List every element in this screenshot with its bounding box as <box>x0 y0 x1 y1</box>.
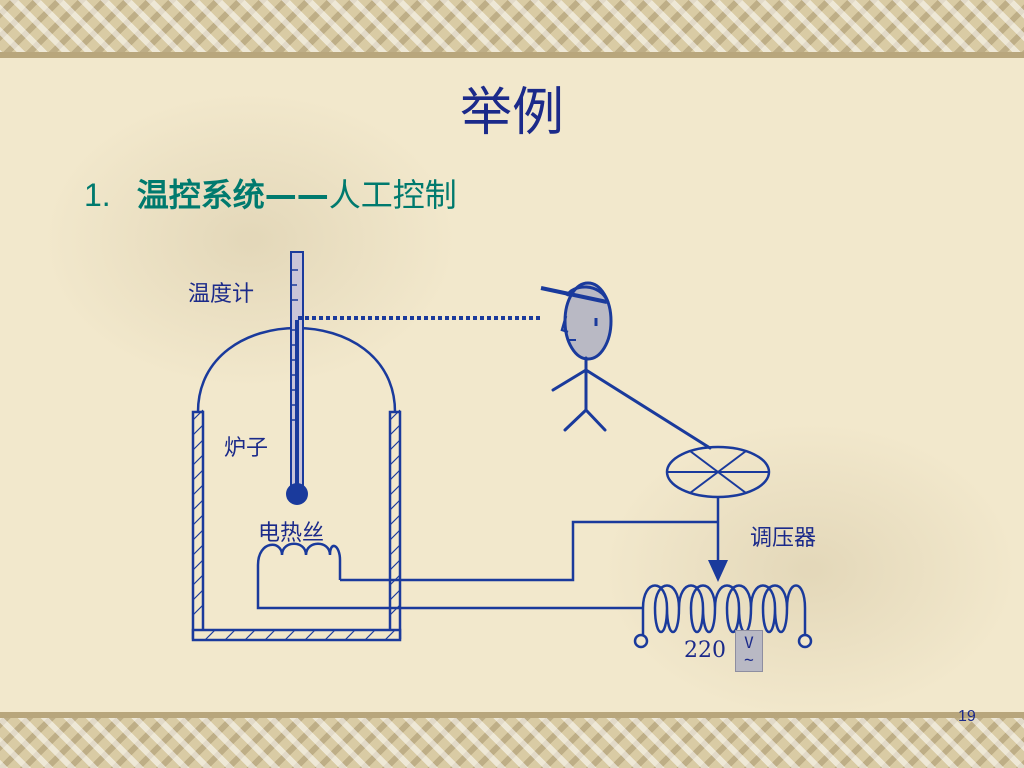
furnace-bottom-wall <box>191 628 402 642</box>
ac-wave-icon: ~ <box>744 650 754 669</box>
heading-bold-text: 温控系统—— <box>136 176 329 214</box>
person-nose <box>560 315 569 334</box>
person-right-leg <box>584 408 607 432</box>
ac-voltage-symbol: V ~ <box>735 630 763 672</box>
person-hat-brim <box>540 286 608 304</box>
wire-to-regulator-tap <box>340 520 718 582</box>
wire-to-regulator-end <box>256 580 643 610</box>
thermometer-bulb <box>286 483 308 505</box>
thermometer-label: 温度计 <box>188 282 255 307</box>
voltage-label: 220 <box>684 638 726 663</box>
regulator-coil <box>641 584 807 633</box>
furnace-label: 炉子 <box>224 436 269 461</box>
person-left-leg <box>563 408 588 432</box>
bottom-decorative-border <box>0 712 1024 768</box>
furnace-right-wall <box>388 410 402 640</box>
thermometer-mercury <box>295 320 299 492</box>
heating-wire-coil <box>256 542 342 580</box>
top-decorative-border <box>0 0 1024 58</box>
background-watermark <box>40 90 460 390</box>
terminal-left <box>633 633 649 649</box>
terminal-right <box>797 633 813 649</box>
voltage-unit: V <box>744 633 754 652</box>
background-plant-watermark <box>600 420 1020 720</box>
person-hat-top <box>565 285 610 303</box>
person-right-arm <box>584 368 712 450</box>
heading-text: 人工控制 <box>328 176 457 214</box>
section-heading: 1. 温控系统——人工控制 <box>84 170 457 216</box>
heading-number: 1. <box>84 177 111 213</box>
heating-wire-label: 电热丝 <box>258 521 325 546</box>
furnace-left-wall <box>191 410 205 640</box>
person-left-arm <box>551 368 588 392</box>
regulator-wiper-arrow <box>708 560 728 582</box>
slide-title: 举例 <box>459 83 564 143</box>
regulator-label: 调压器 <box>750 526 817 551</box>
page-number: 19 <box>958 708 976 725</box>
